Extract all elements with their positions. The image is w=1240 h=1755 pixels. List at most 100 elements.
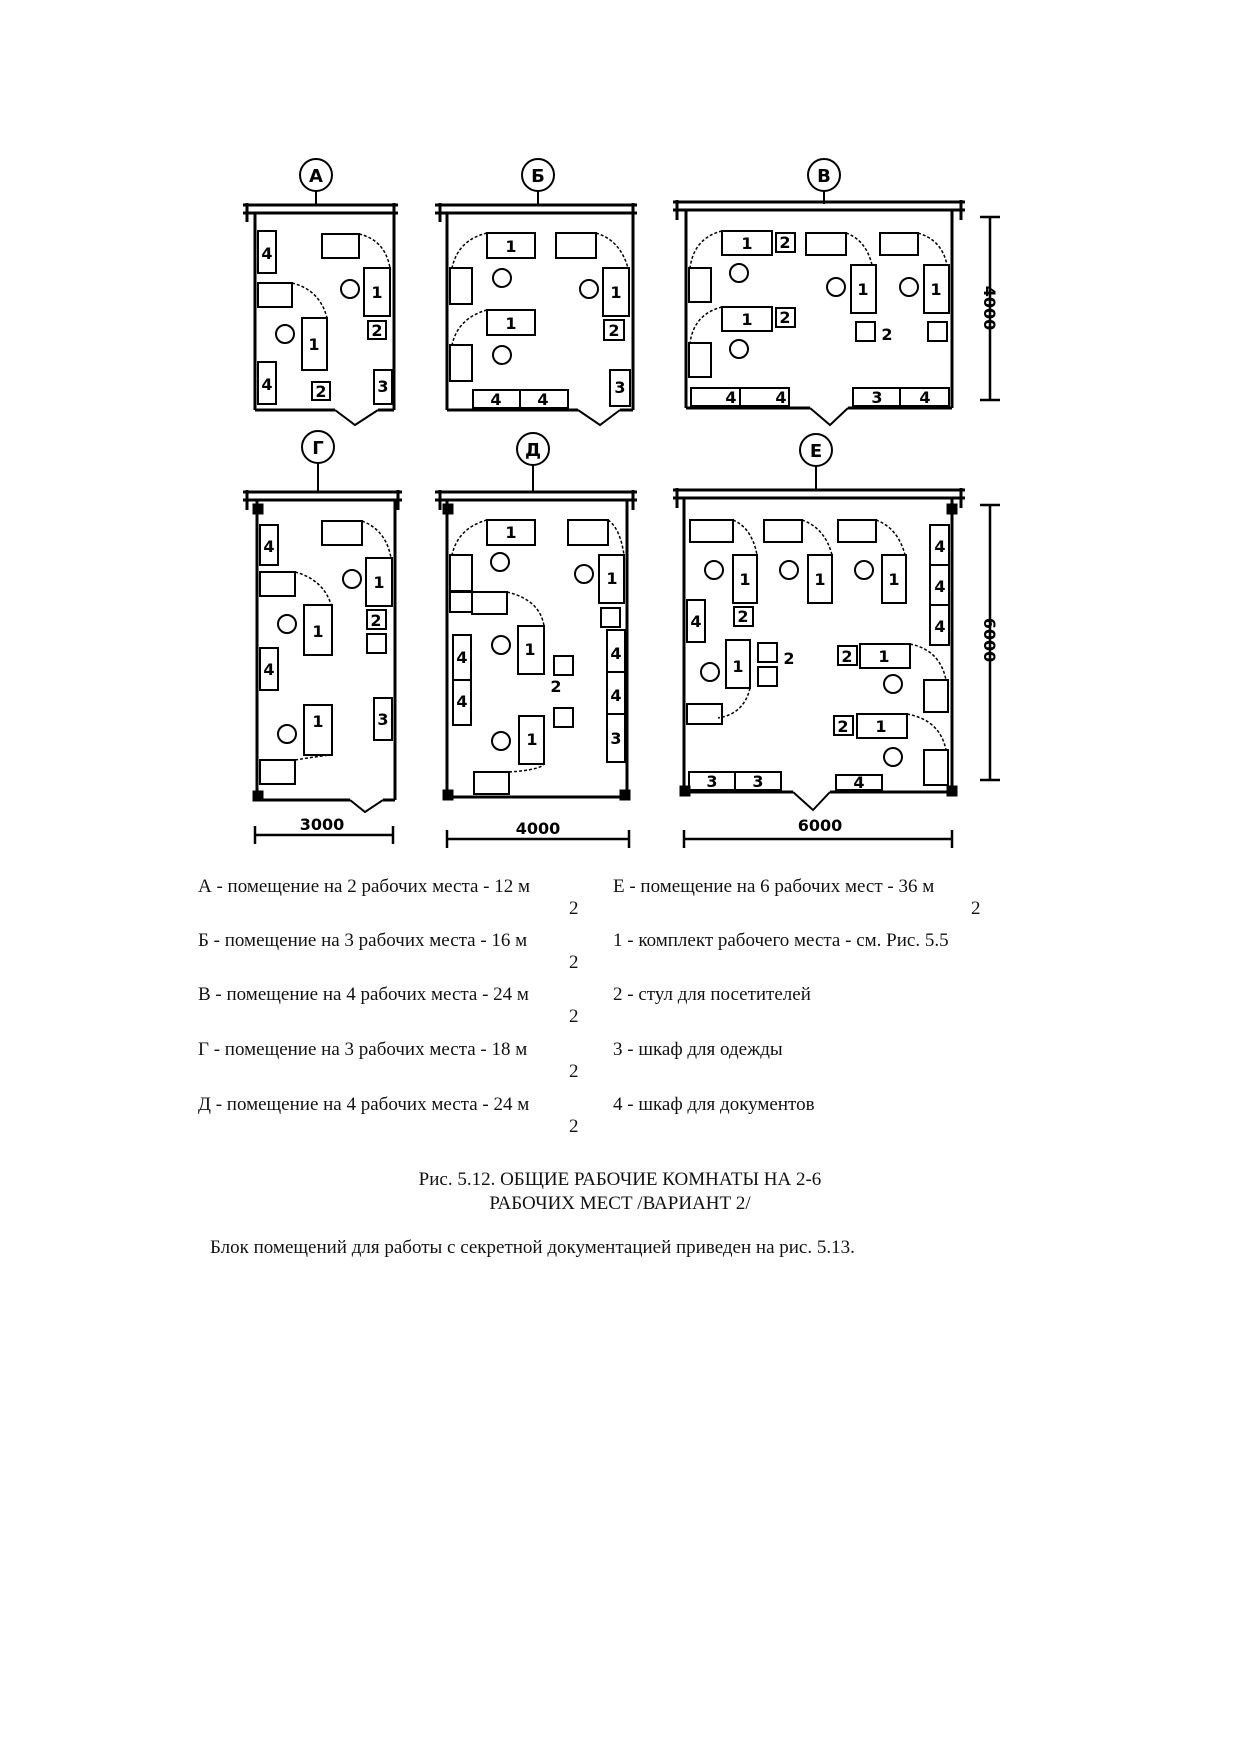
room-plan-a: А	[243, 158, 398, 427]
marker-1: 1	[741, 310, 752, 329]
room-label-a: А	[309, 166, 323, 187]
marker-4: 4	[610, 644, 621, 663]
dimension-width-c: 6000	[798, 816, 843, 835]
marker-1: 1	[610, 283, 621, 302]
marker-4: 4	[934, 577, 945, 596]
marker-4: 4	[934, 537, 945, 556]
marker-4: 4	[490, 390, 501, 409]
marker-4: 4	[725, 388, 736, 407]
marker-1: 1	[878, 647, 889, 666]
room-label-e: Е	[810, 441, 822, 462]
marker-1: 1	[875, 717, 886, 736]
marker-1: 1	[526, 730, 537, 749]
marker-3: 3	[614, 378, 625, 397]
dimension-width-a: 3000	[300, 815, 345, 834]
marker-1: 1	[505, 237, 516, 256]
marker-4: 4	[263, 660, 274, 679]
marker-3: 3	[752, 772, 763, 791]
marker-3: 3	[871, 388, 882, 407]
legend-text: Г - помещение на 3 рабочих места - 18 м	[198, 1039, 528, 1060]
marker-1: 1	[741, 234, 752, 253]
marker-1: 1	[371, 283, 382, 302]
room-plan-b: Б	[435, 158, 637, 427]
legend-sup: 2	[971, 898, 981, 919]
marker-1: 1	[505, 314, 516, 333]
legend-item: Д - помещение на 4 рабочих места - 24 м …	[198, 1094, 579, 1137]
marker-4: 4	[261, 244, 272, 263]
marker-2: 2	[371, 321, 382, 340]
marker-1: 1	[606, 569, 617, 588]
marker-2: 2	[608, 321, 619, 340]
legend-text: 1 - комплект рабочего места - см. Рис. 5…	[613, 930, 949, 951]
marker-2: 2	[837, 717, 848, 736]
floor-plans-figure: А 4 1 1	[243, 158, 1000, 848]
room-plan-e: Е	[673, 433, 1000, 812]
marker-1: 1	[930, 280, 941, 299]
marker-3: 3	[610, 729, 621, 748]
legend-text: Е - помещение на 6 рабочих мест - 36 м	[613, 876, 935, 897]
room-label-b: Б	[531, 166, 545, 187]
marker-1: 1	[312, 622, 323, 641]
marker-2: 2	[779, 233, 790, 252]
body-paragraph: Блок помещений для работы с секретной до…	[210, 1237, 855, 1258]
marker-4: 4	[261, 375, 272, 394]
legend-text: Б - помещение на 3 рабочих места - 16 м	[198, 930, 528, 951]
marker-2: 2	[370, 611, 381, 630]
marker-2: 2	[737, 607, 748, 626]
marker-2: 2	[841, 647, 852, 666]
marker-3: 3	[377, 377, 388, 396]
legend-item: 1 - комплект рабочего места - см. Рис. 5…	[613, 930, 949, 952]
legend-item: 4 - шкаф для документов	[613, 1094, 815, 1116]
legend-item: Г - помещение на 3 рабочих места - 18 м …	[198, 1039, 579, 1082]
marker-4: 4	[775, 388, 786, 407]
legend-item: Е - помещение на 6 рабочих мест - 36 м 2	[613, 876, 981, 919]
room-label-g: Г	[312, 438, 323, 459]
room-plan-v: В	[673, 158, 1000, 427]
marker-1: 1	[373, 573, 384, 592]
legend-sup: 2	[569, 1116, 579, 1137]
marker-2: 2	[783, 649, 794, 668]
room-plan-d: Д	[435, 432, 637, 801]
marker-2: 2	[881, 325, 892, 344]
legend-sup: 2	[569, 898, 579, 919]
legend-item: В - помещение на 4 рабочих места - 24 м …	[198, 984, 579, 1027]
marker-2: 2	[315, 382, 326, 401]
dimension-width-b: 4000	[516, 819, 561, 838]
legend-sup: 2	[569, 952, 579, 973]
marker-4: 4	[456, 648, 467, 667]
legend-text: 2 - стул для посетителей	[613, 984, 811, 1005]
room-label-v: В	[817, 166, 831, 187]
figure-caption: Рис. 5.12. ОБЩИЕ РАБОЧИЕ КОМНАТЫ НА 2-6 …	[0, 1168, 1240, 1216]
room-plan-g: Г	[243, 430, 402, 814]
legend-text: Д - помещение на 4 рабочих места - 24 м	[198, 1094, 530, 1115]
dimension-height-bottom: 6000	[980, 618, 999, 663]
marker-2: 2	[779, 308, 790, 327]
legend-item: 2 - стул для посетителей	[613, 984, 811, 1006]
marker-1: 1	[524, 640, 535, 659]
marker-4: 4	[919, 388, 930, 407]
legend-text: А - помещение на 2 рабочих места - 12 м	[198, 876, 531, 897]
marker-4: 4	[537, 390, 548, 409]
legend-text: 4 - шкаф для документов	[613, 1094, 815, 1115]
marker-4: 4	[853, 773, 864, 792]
legend-item: 3 - шкаф для одежды	[613, 1039, 783, 1061]
marker-1: 1	[814, 570, 825, 589]
legend-text: В - помещение на 4 рабочих места - 24 м	[198, 984, 529, 1005]
legend-item: А - помещение на 2 рабочих места - 12 м …	[198, 876, 579, 919]
caption-line-2: РАБОЧИХ МЕСТ /ВАРИАНТ 2/	[489, 1193, 751, 1214]
legend-sup: 2	[569, 1061, 579, 1082]
legend-sup: 2	[569, 1006, 579, 1027]
dimension-height-top: 4000	[980, 286, 999, 331]
marker-4: 4	[690, 612, 701, 631]
marker-1: 1	[732, 657, 743, 676]
marker-1: 1	[312, 712, 323, 731]
marker-1: 1	[739, 570, 750, 589]
legend-item: Б - помещение на 3 рабочих места - 16 м …	[198, 930, 579, 973]
marker-4: 4	[456, 692, 467, 711]
marker-1: 1	[888, 570, 899, 589]
marker-4: 4	[610, 686, 621, 705]
marker-4: 4	[263, 537, 274, 556]
marker-3: 3	[706, 772, 717, 791]
marker-2: 2	[550, 677, 561, 696]
room-label-d: Д	[525, 440, 541, 461]
